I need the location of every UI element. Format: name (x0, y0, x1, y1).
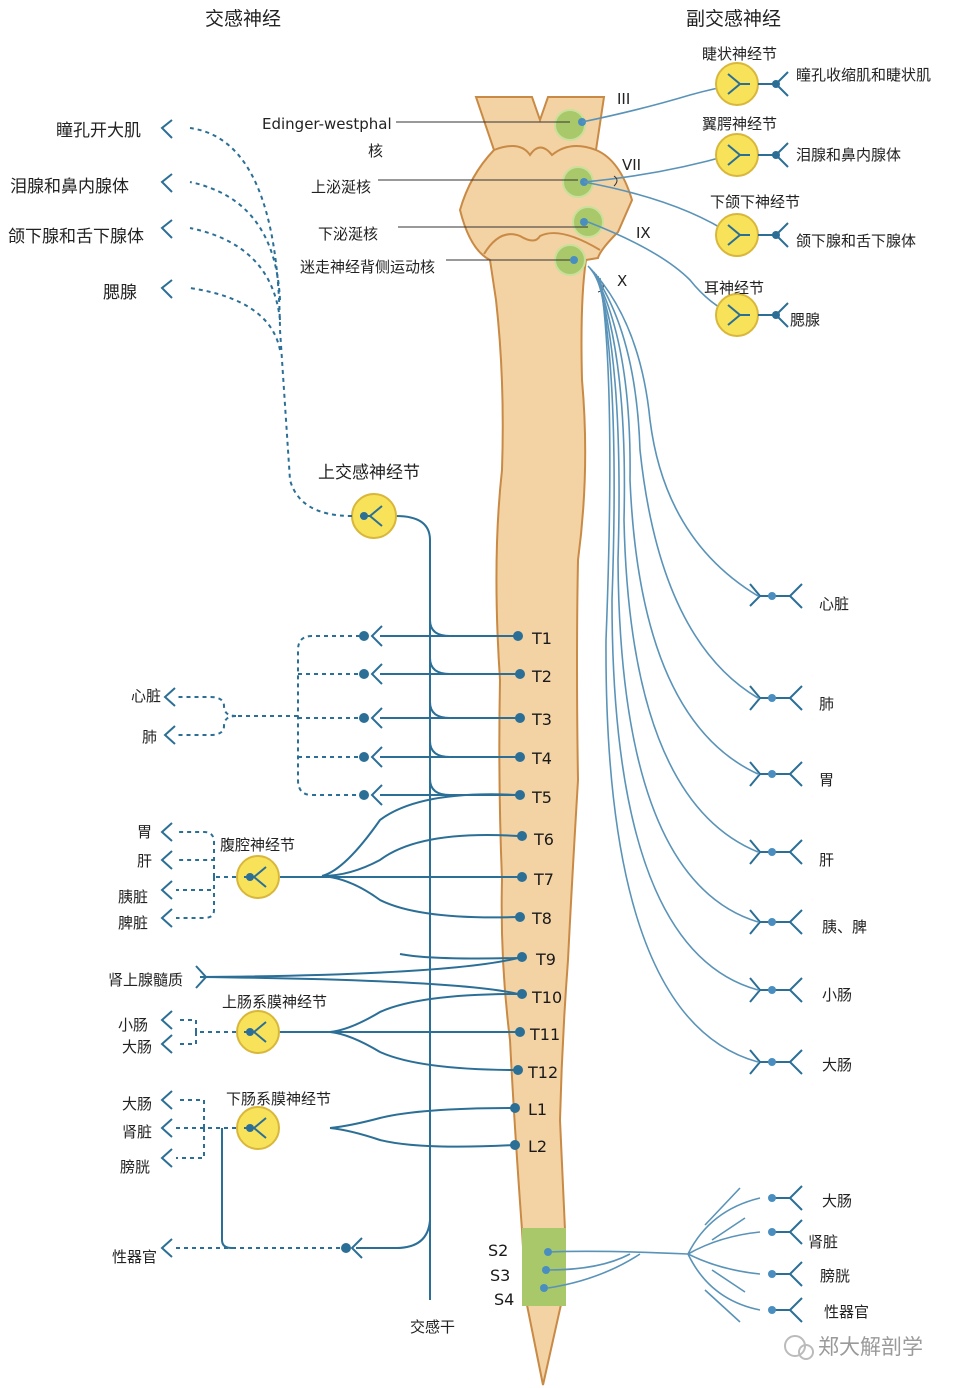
watermark-text: 郑大解剖学 (818, 1335, 923, 1359)
seg-L1: L1 (528, 1100, 547, 1119)
vagus-fibers (587, 265, 759, 1063)
seg-S3: S3 (490, 1266, 510, 1285)
submandibular-ganglion (715, 213, 759, 257)
ganglion-pterygopalatine-label: 翼腭神经节 (702, 115, 777, 133)
seg-T1: T1 (531, 629, 552, 648)
seg-T5: T5 (531, 788, 552, 807)
vagus-target-stomach: 胃 (819, 771, 834, 789)
label-edinger: Edinger-westphal (262, 115, 392, 133)
sup-mesenteric-ganglion (236, 1010, 280, 1054)
target-ciliary: 瞳孔收缩肌和睫状肌 (796, 66, 931, 84)
symp-head-target-submandibular: 颌下腺和舌下腺体 (8, 227, 144, 247)
target-submandibular: 颌下腺和舌下腺体 (796, 232, 916, 250)
seg-T11: T11 (529, 1025, 560, 1044)
pterygopalatine-ganglion (715, 133, 759, 177)
seg-T6: T6 (533, 830, 554, 849)
symp-thoracic-heart: 心脏 (131, 687, 161, 705)
celiac-target-spleen: 脾脏 (118, 914, 148, 932)
vagus-target-small-intestine: 小肠 (822, 986, 852, 1004)
target-pterygopalatine: 泪腺和鼻内腺体 (796, 146, 901, 164)
seg-S2: S2 (488, 1241, 508, 1260)
sacral-target-bladder: 膀胱 (820, 1267, 850, 1285)
adrenal-label: 肾上腺髓质 (108, 971, 183, 989)
vagus-target-pancreas-spleen: 胰、脾 (822, 918, 867, 936)
ganglion-submandibular-label: 下颌下神经节 (710, 193, 800, 211)
seg-T12: T12 (527, 1063, 558, 1082)
superior-cervical-ganglion (351, 493, 397, 539)
inf-mes-target-kidney: 肾脏 (122, 1123, 152, 1141)
ganglion-otic-label: 耳神经节 (704, 279, 764, 297)
vagus-target-liver: 肝 (819, 851, 834, 869)
symp-thoracic-lung: 肺 (142, 728, 157, 746)
spinal-cord (458, 96, 634, 1386)
cn-VII: VII (622, 156, 641, 174)
celiac-target-stomach: 胃 (137, 823, 152, 841)
cn-IX: IX (636, 224, 651, 242)
cn-X: X (617, 272, 627, 290)
seg-T9: T9 (535, 950, 556, 969)
ciliary-ganglion (715, 62, 759, 106)
trunk-label: 交感干 (410, 1318, 455, 1336)
seg-T8: T8 (531, 909, 552, 928)
seg-T7: T7 (533, 870, 554, 889)
seg-T2: T2 (531, 667, 552, 686)
sup-mes-target-small-intestine: 小肠 (118, 1016, 148, 1034)
ganglion-ciliary-label: 睫状神经节 (702, 45, 777, 63)
inf-mesenteric-label: 下肠系膜神经节 (226, 1090, 331, 1108)
seg-L2: L2 (528, 1137, 547, 1156)
sacral-outflow (547, 1187, 761, 1323)
seg-T3: T3 (531, 710, 552, 729)
celiac-target-pancreas: 胰脏 (118, 888, 148, 906)
sacral-target-large-intestine: 大肠 (822, 1192, 852, 1210)
vagus-target-heart: 心脏 (819, 595, 849, 613)
symp-head-target-parotid: 腮腺 (103, 283, 137, 303)
superior-cervical-ganglion-label: 上交感神经节 (318, 463, 420, 483)
otic-ganglion (715, 293, 759, 337)
inf-mes-target-bladder: 膀胱 (120, 1158, 150, 1176)
label-sup-salivatory: 上泌涎核 (311, 178, 371, 196)
nucleus-edinger (554, 109, 586, 141)
inf-mes-target-large-intestine: 大肠 (122, 1095, 152, 1113)
title-sympathetic: 交感神经 (205, 8, 281, 30)
symp-head-target-lacrimal: 泪腺和鼻内腺体 (10, 177, 129, 197)
title-parasympathetic: 副交感神经 (686, 8, 781, 30)
vagus-target-large-intestine: 大肠 (822, 1056, 852, 1074)
watermark: 郑大解剖学 (784, 1335, 923, 1360)
sup-mesenteric-label: 上肠系膜神经节 (222, 993, 327, 1011)
vagus-end-ganglia (749, 583, 803, 1075)
sympathetic-trunk (395, 515, 431, 1300)
label-inf-salivatory: 下泌涎核 (318, 225, 378, 243)
celiac-ganglion-label: 腹腔神经节 (220, 836, 295, 854)
target-otic: 腮腺 (790, 311, 820, 329)
seg-S4: S4 (494, 1290, 514, 1309)
symp-head-target-pupil: 瞳孔开大肌 (56, 121, 141, 141)
sup-mes-target-large-intestine: 大肠 (122, 1038, 152, 1056)
celiac-ganglion (236, 855, 280, 899)
inf-mesenteric-ganglion (236, 1106, 280, 1150)
label-vagus-nucleus: 迷走神经背侧运动核 (300, 258, 435, 276)
symp-genital: 性器官 (112, 1248, 157, 1266)
celiac-target-liver: 肝 (137, 852, 152, 870)
seg-T4: T4 (531, 749, 552, 768)
vagus-target-lung: 肺 (819, 695, 834, 713)
nucleus-sup-salivatory (562, 166, 594, 198)
seg-T10: T10 (531, 988, 562, 1007)
sacral-target-genital: 性器官 (824, 1303, 869, 1321)
cn-III: III (617, 90, 630, 108)
sacral-target-kidney: 肾脏 (808, 1233, 838, 1251)
label-edinger-suffix: 核 (368, 142, 383, 160)
